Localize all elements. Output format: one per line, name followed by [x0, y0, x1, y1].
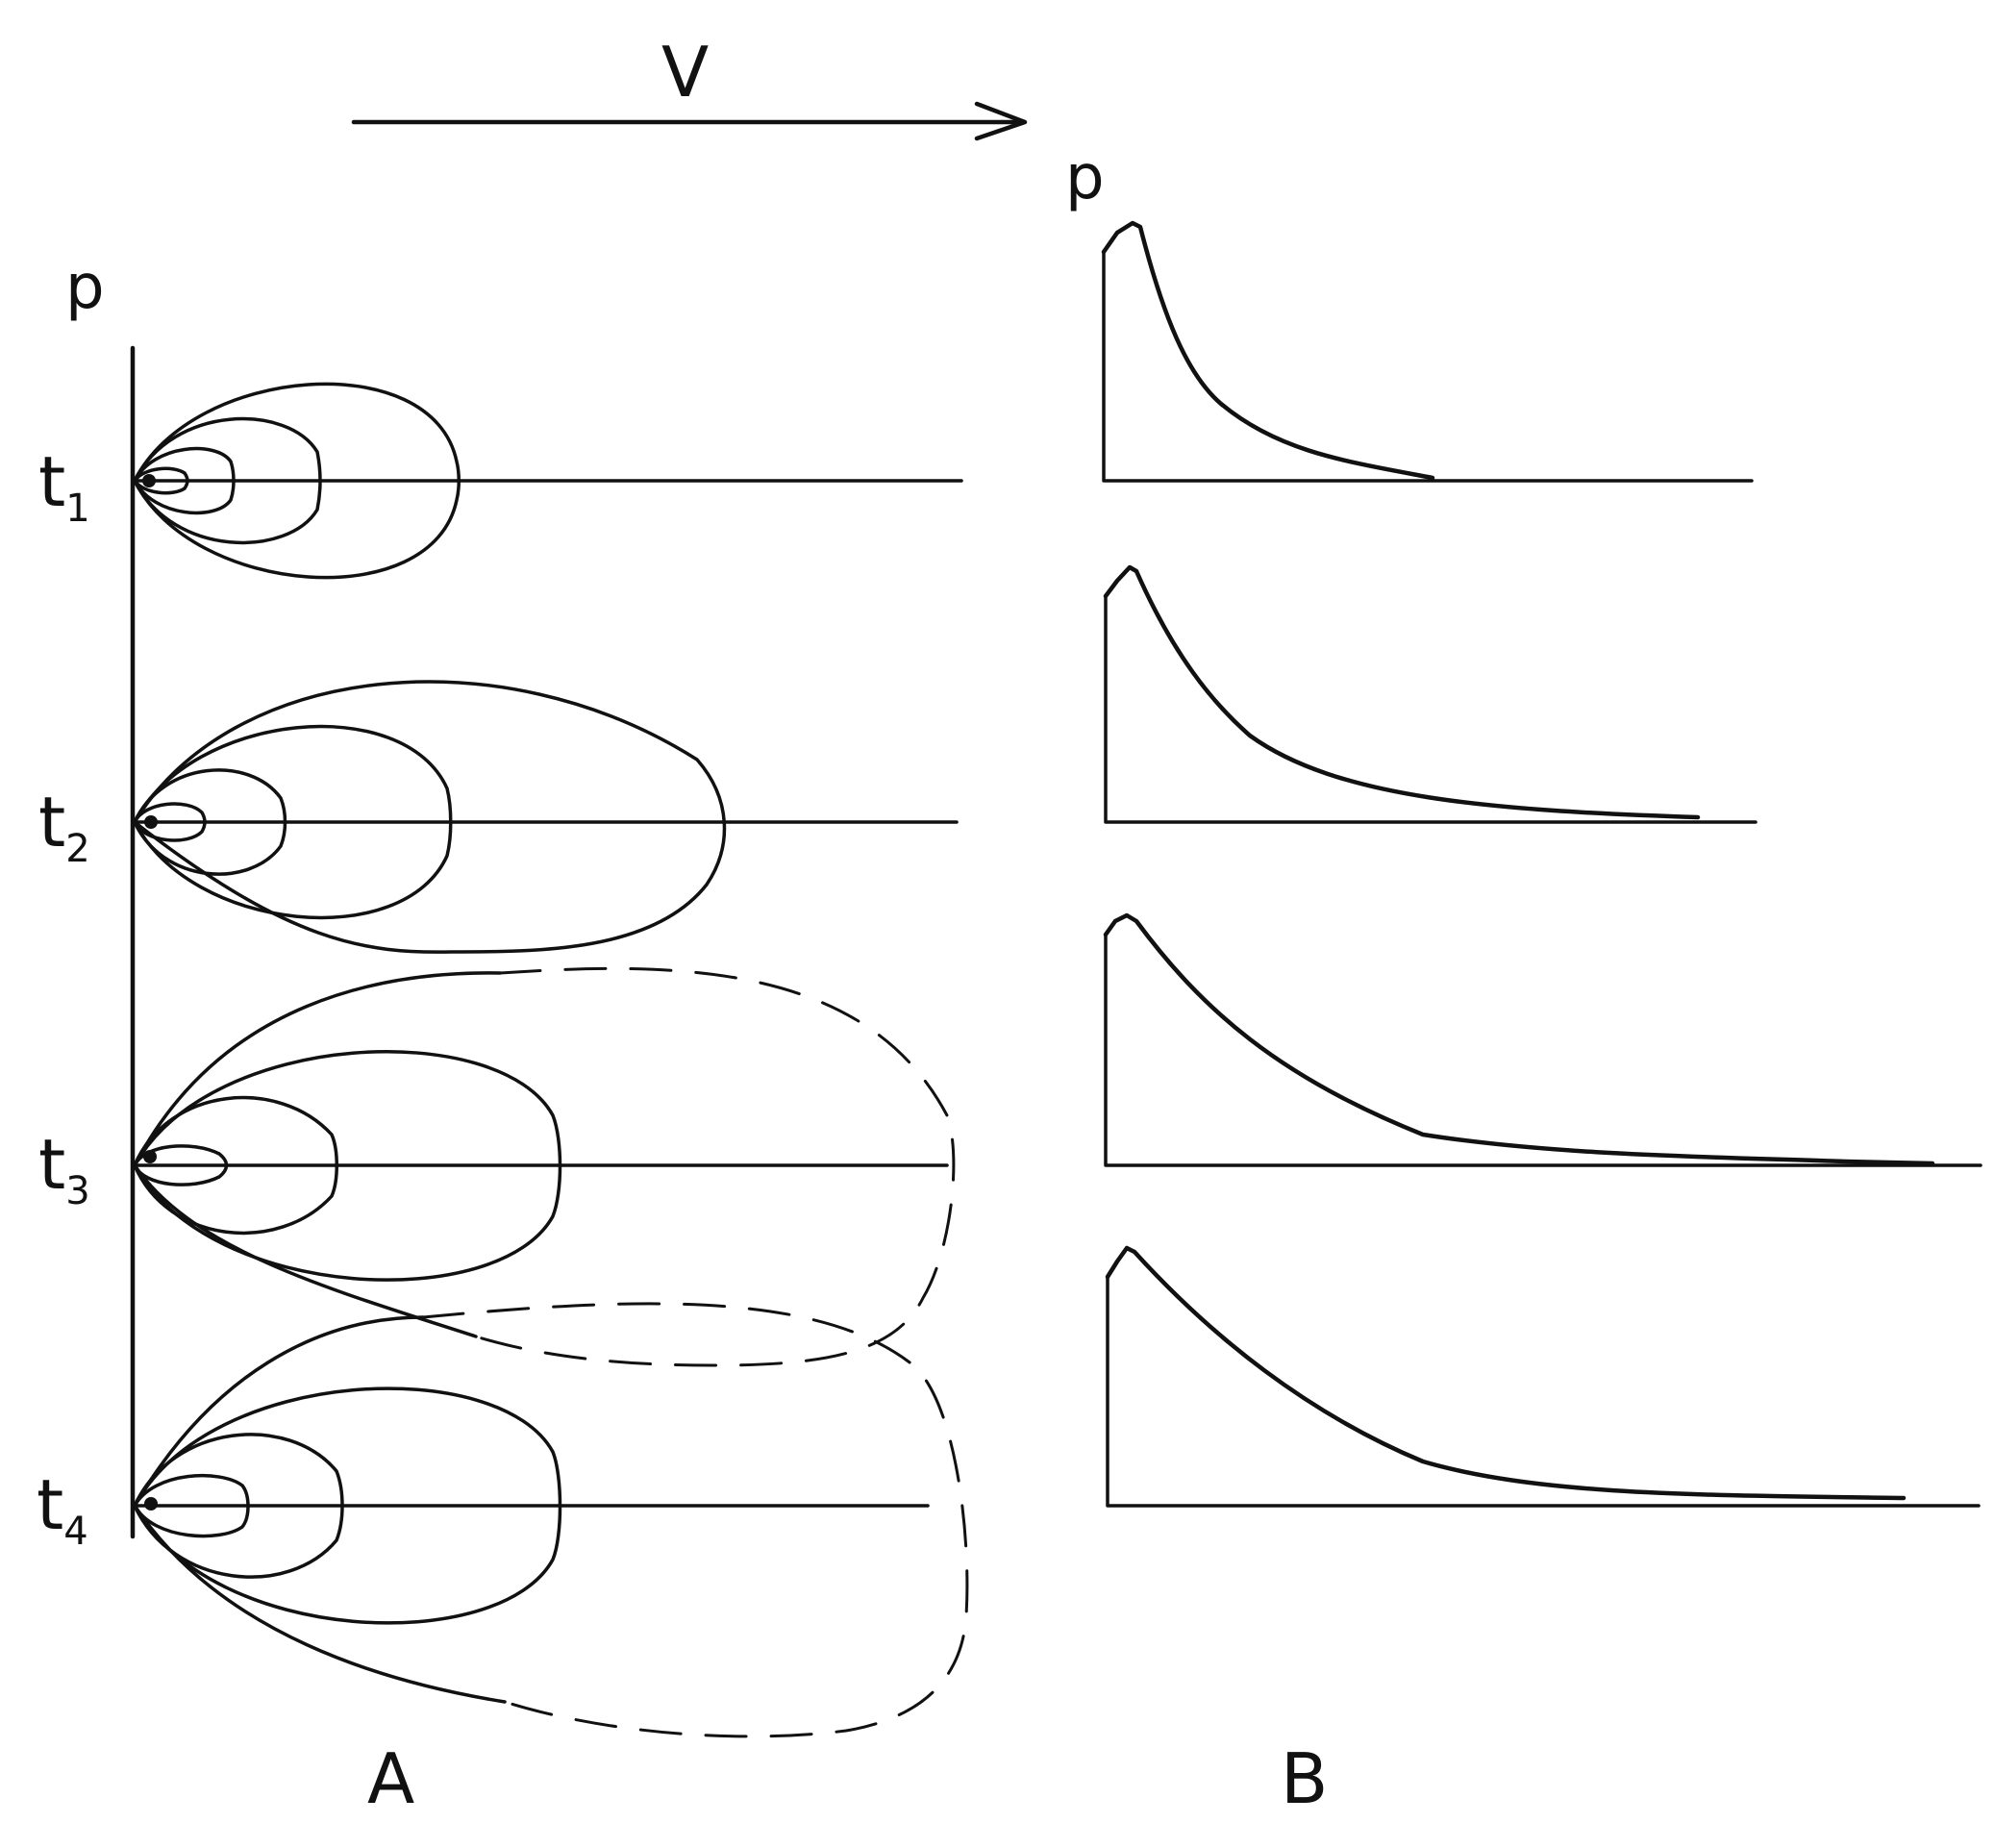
panel-b-label: B — [1281, 1738, 1328, 1819]
source-dot-t2 — [144, 815, 158, 829]
source-dot-t4 — [144, 1497, 158, 1511]
source-dot-t1 — [142, 474, 156, 487]
panel-b-graph-4 — [1105, 1245, 1981, 1508]
time-label-t1: t1 — [38, 441, 90, 531]
panel-b-graph-3 — [1103, 912, 1982, 1167]
time-label-t3: t3 — [38, 1124, 90, 1213]
panel-a-p-label: p — [65, 252, 105, 323]
panel-b-p-label: p — [1065, 142, 1105, 213]
velocity-label: V — [661, 32, 709, 112]
time-label-t4: t4 — [37, 1464, 88, 1554]
panel-a-label: A — [367, 1738, 414, 1819]
source-dot-t3 — [143, 1150, 157, 1163]
panel-a-row-t1 — [131, 382, 963, 580]
time-label-t2: t2 — [38, 782, 90, 871]
panel-a-row-t4 — [131, 1302, 969, 1738]
panel-b-graph-2 — [1103, 564, 1757, 824]
panel-b-graph-1 — [1101, 220, 1754, 483]
panel-a-row-t2 — [131, 680, 959, 954]
velocity-arrow — [351, 101, 1028, 141]
panel-a-row-t3 — [131, 966, 956, 1367]
